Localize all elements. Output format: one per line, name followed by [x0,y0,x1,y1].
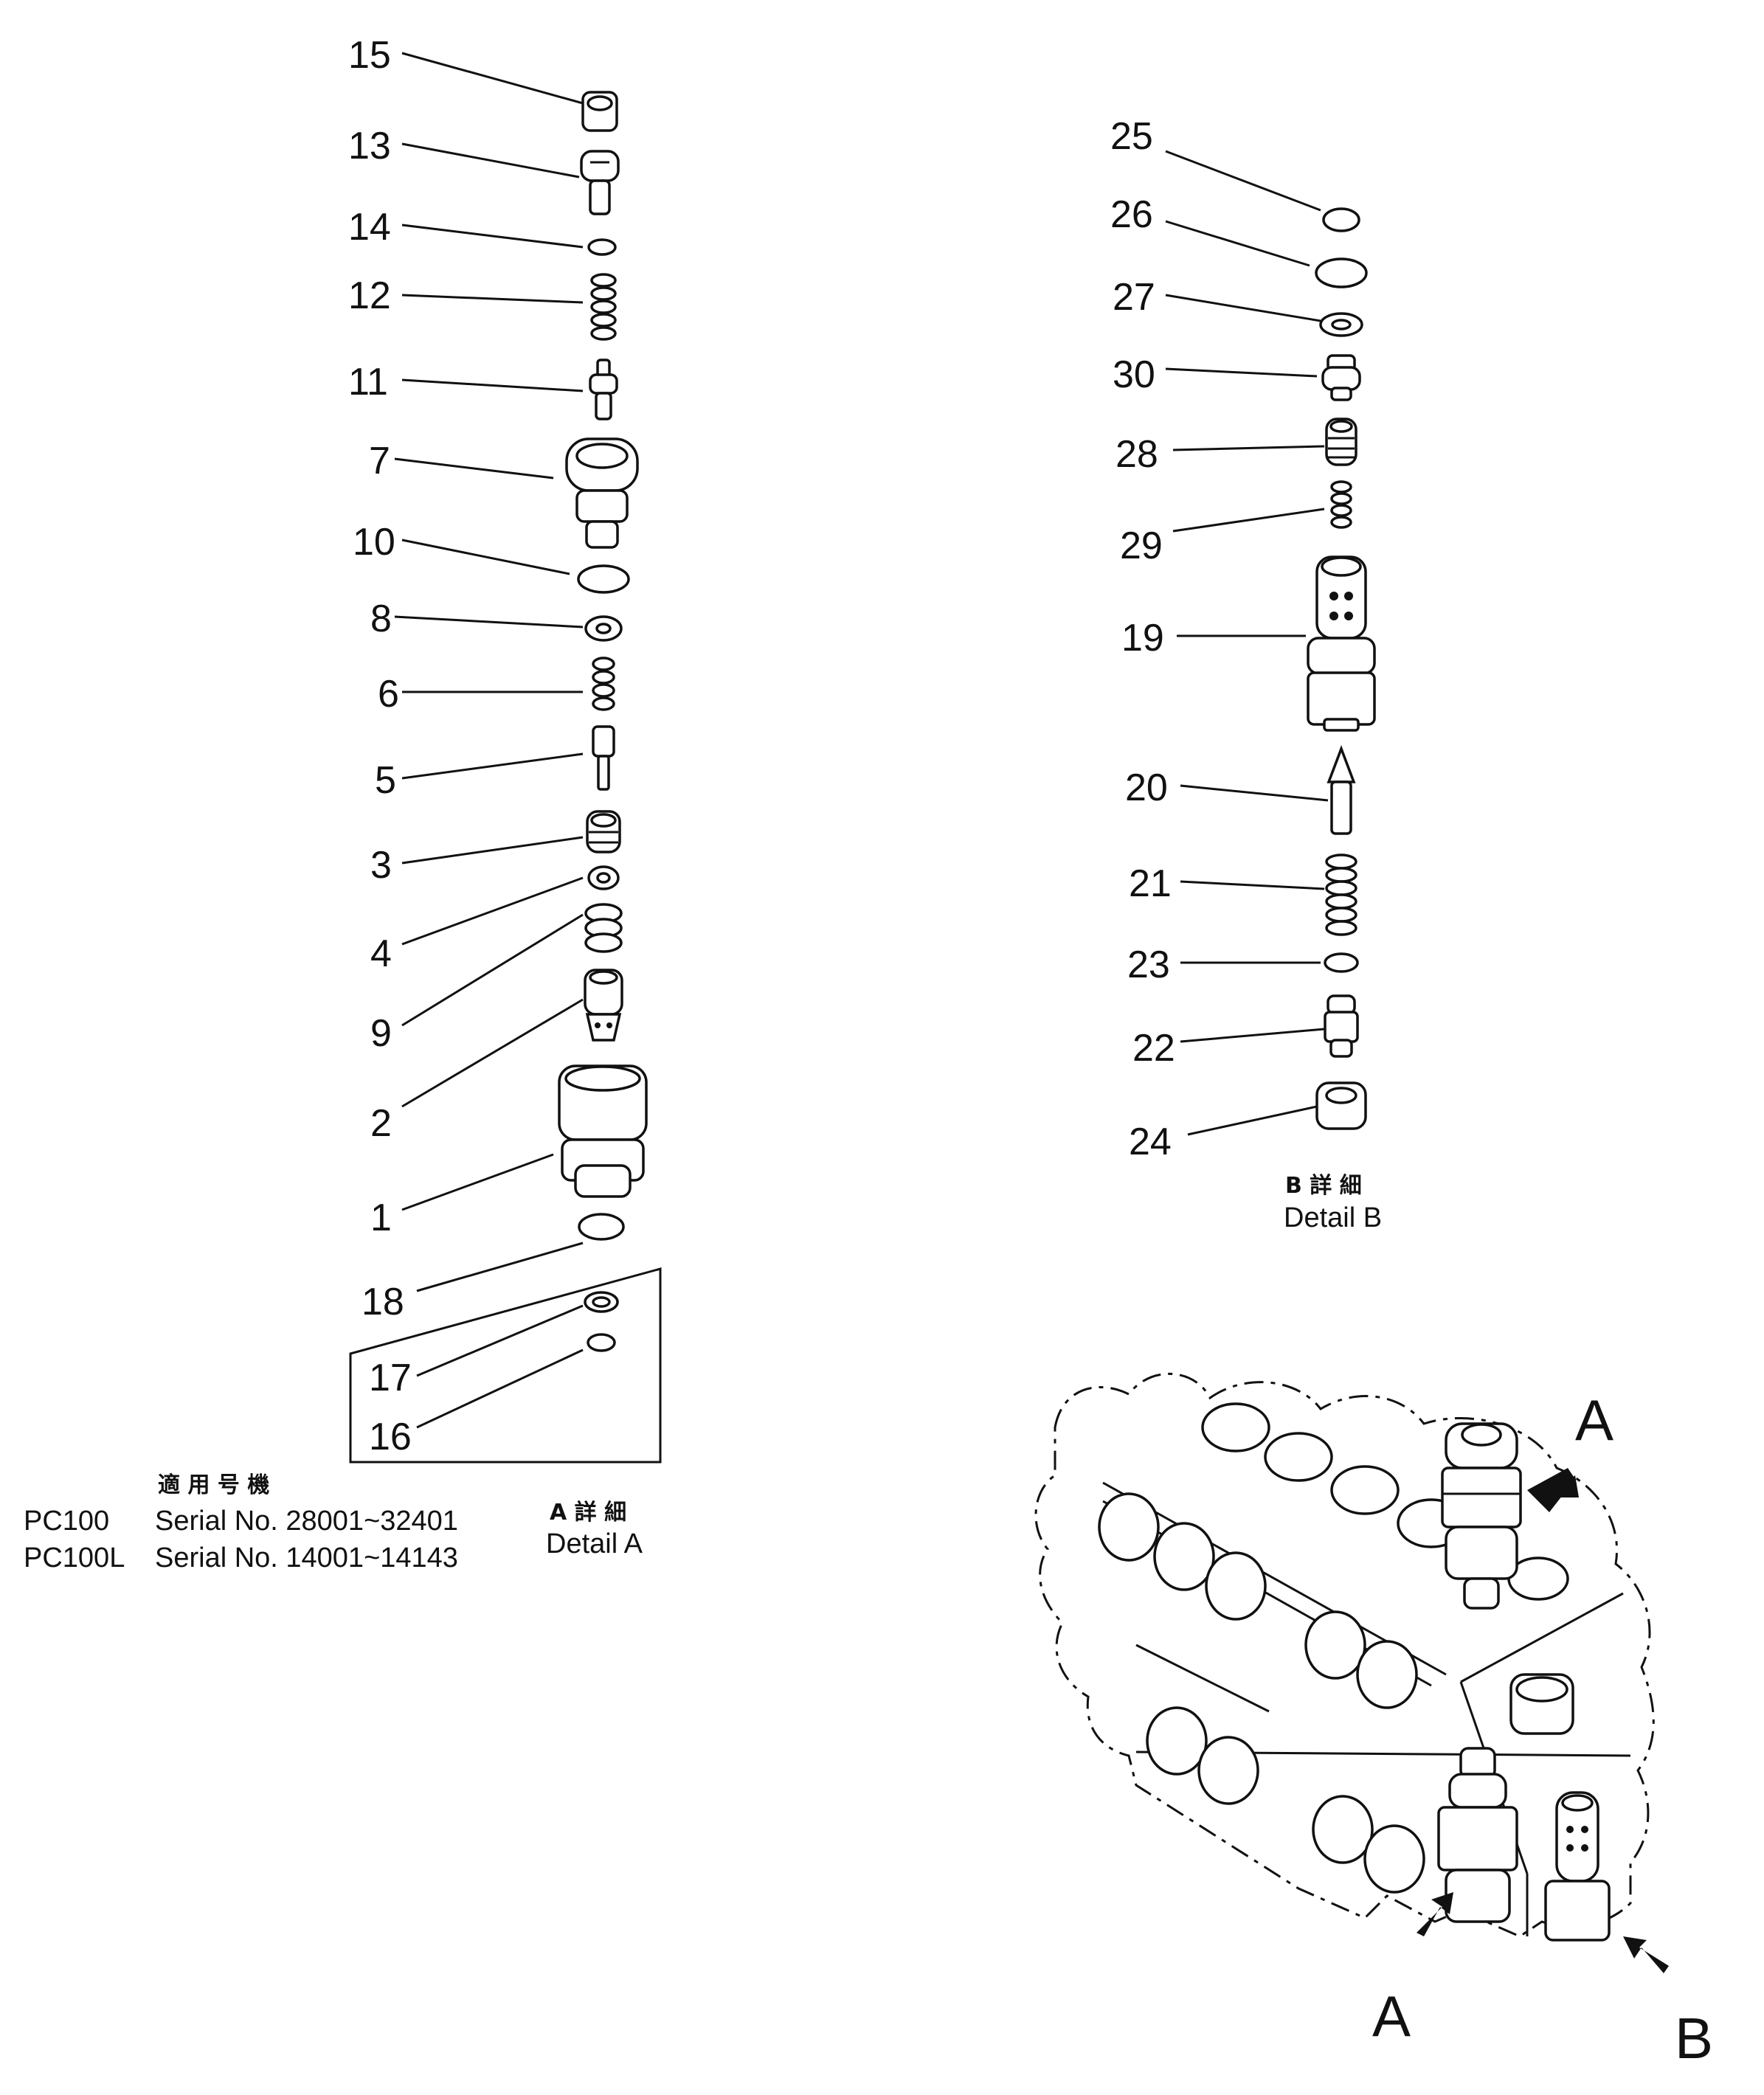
part-22-poppet [1324,994,1359,1058]
callout-26: 26 [1110,193,1153,236]
serial-pc100: Serial No. 28001~32401 [155,1506,458,1537]
side-plug [1509,1673,1574,1735]
relief-valve-bottom [1437,1747,1518,1923]
part-26-o-ring [1315,257,1368,288]
callout-1: 1 [370,1197,392,1239]
part-10-o-ring [577,564,630,594]
callout-2: 2 [370,1102,392,1145]
part-21-spring [1325,853,1357,936]
part-23-o-ring [1324,952,1359,973]
callout-13: 13 [348,125,391,167]
assembly-label-b: B [1675,2006,1713,2071]
detail-a-callouts: 15 13 14 12 11 7 10 8 6 5 3 4 9 2 1 18 1… [348,34,412,1458]
assembly-group: A A B [1034,1372,1713,2071]
callout-9: 9 [370,1012,392,1055]
callout-30: 30 [1113,353,1155,396]
part-14-o-ring [587,238,617,256]
callout-23: 23 [1127,943,1170,986]
callout-21: 21 [1129,862,1172,905]
part-16-o-ring [587,1333,616,1352]
assembly-label-a-top: A [1575,1388,1613,1452]
detail-b-group: 25 26 27 30 28 29 19 20 21 23 22 24 B 詳 … [1110,115,1382,1233]
callout-28: 28 [1116,433,1158,476]
model-pc100l: PC100L [24,1542,125,1573]
valve-ports [1098,1402,1569,1894]
part-2-piston [584,969,623,1042]
part-3-seat [586,810,621,853]
detail-a-group: 15 13 14 12 11 7 10 8 6 5 3 4 9 2 1 18 1… [24,34,662,1573]
assembly-label-a-bottom: A [1372,1984,1411,2049]
callout-24: 24 [1129,1121,1172,1163]
callout-5: 5 [375,759,396,802]
callout-18: 18 [362,1281,404,1323]
part-4-washer [587,865,620,890]
callout-14: 14 [348,206,391,249]
part-5-pin [592,725,615,791]
callout-20: 20 [1125,766,1168,809]
relief-valve-top [1441,1422,1522,1610]
callout-4: 4 [370,932,392,975]
part-25-o-ring [1322,207,1360,232]
part-30-plug [1321,354,1361,401]
detail-a-caption: Detail A [546,1528,643,1559]
part-27-washer [1319,312,1363,337]
part-6-spring [592,657,615,711]
callout-15: 15 [348,34,391,77]
detail-b-caption-jp: B 詳 細 [1285,1173,1362,1199]
detail-b-caption: Detail B [1284,1202,1382,1233]
part-20-needle [1327,745,1356,835]
callout-29: 29 [1120,524,1163,567]
part-9-spring [584,903,623,953]
detail-b-callouts: 25 26 27 30 28 29 19 20 21 23 22 24 [1110,115,1175,1163]
callout-7: 7 [369,440,390,482]
part-18-o-ring [578,1213,625,1241]
callout-8: 8 [370,598,392,640]
part-7-plug [565,437,639,549]
model-pc100: PC100 [24,1506,109,1537]
callout-3: 3 [370,844,392,887]
part-15-nut [581,91,618,132]
part-11-poppet [589,359,618,420]
part-24-nut [1315,1081,1367,1130]
callout-19: 19 [1121,617,1164,659]
callout-10: 10 [353,521,395,564]
part-19-valve-body [1307,555,1376,732]
detail-a-caption-jp: A 詳 細 [550,1500,626,1526]
part-1-body [558,1064,648,1198]
part-12-spring [590,273,617,341]
callout-17: 17 [369,1357,412,1399]
callout-12: 12 [348,274,391,317]
callout-11: 11 [348,361,388,404]
part-28-sleeve [1325,418,1357,466]
callout-25: 25 [1110,115,1153,158]
detail-b-leaders [1165,150,1329,1136]
arrow-a-bottom [1417,1892,1453,1936]
part-13-screw [580,150,620,215]
callout-6: 6 [378,673,399,716]
detail-a-leaders [394,52,584,1429]
callout-27: 27 [1113,276,1155,319]
arrow-a-top [1527,1468,1579,1512]
safety-valve [1544,1791,1611,1942]
serial-pc100l: Serial No. 14001~14143 [155,1542,458,1573]
valve-block-outline [1034,1372,1655,1938]
callout-16: 16 [369,1416,412,1458]
part-8-washer [584,615,623,642]
callout-22: 22 [1132,1027,1175,1070]
arrow-b [1623,1936,1669,1973]
part-17-backup-ring [584,1291,619,1313]
part-29-spring [1330,480,1352,529]
applicability-heading: 適 用 号 機 [158,1472,269,1498]
kit-frame [349,1267,662,1464]
